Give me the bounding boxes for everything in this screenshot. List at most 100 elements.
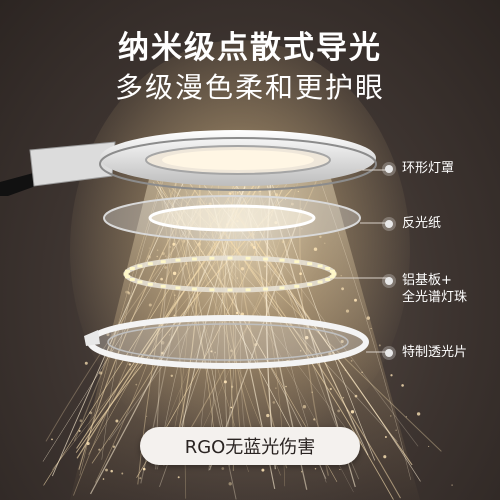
light-particle <box>346 410 348 412</box>
light-particle <box>314 468 317 470</box>
light-particle <box>304 335 309 340</box>
light-particle <box>252 245 256 249</box>
led-bead <box>125 269 131 273</box>
lamp-arm-icon <box>0 141 116 196</box>
light-particle <box>142 467 146 471</box>
light-particle <box>263 265 267 268</box>
light-particle <box>127 291 130 293</box>
light-particle <box>252 233 255 236</box>
led-bead <box>307 262 313 266</box>
led-bead <box>325 267 331 270</box>
light-particle <box>275 193 279 197</box>
callout-dot-icon <box>385 165 393 173</box>
led-bead <box>263 287 269 291</box>
led-bead <box>227 288 233 292</box>
light-particle <box>285 385 287 388</box>
led-bead <box>279 258 285 262</box>
light-particle <box>173 314 176 317</box>
light-particle <box>185 262 188 265</box>
led-bead <box>175 258 181 262</box>
no-blue-light-badge: RGO无蓝光伤害 <box>140 427 360 465</box>
light-particle <box>235 311 239 315</box>
light-particle <box>328 352 332 356</box>
light-particle <box>182 239 186 243</box>
callout-reflective-paper: 反光纸 <box>385 215 441 232</box>
light-particle <box>228 482 232 486</box>
light-particle <box>311 391 313 393</box>
callout-dot-icon <box>385 277 393 285</box>
light-particle <box>209 465 211 467</box>
led-bead <box>209 256 215 260</box>
light-particle <box>313 418 316 421</box>
light-particle <box>230 349 233 353</box>
led-beads <box>123 256 337 292</box>
reflective-paper-ring <box>103 195 361 241</box>
callout-lamp-shade: 环形灯罩 <box>385 160 454 177</box>
light-particle <box>340 339 344 344</box>
light-particle <box>135 383 138 386</box>
light-particle <box>354 298 357 302</box>
light-particle <box>156 249 159 251</box>
light-particle <box>236 277 239 279</box>
led-bead <box>325 278 331 281</box>
led-bead <box>129 278 135 281</box>
light-particle <box>361 371 363 373</box>
light-streak <box>73 171 181 442</box>
diffuser-sheet-ring <box>84 315 369 369</box>
light-particle <box>230 406 233 409</box>
light-particle <box>125 290 129 294</box>
led-bead <box>329 269 335 273</box>
light-particle <box>210 350 213 353</box>
light-particle <box>345 309 350 313</box>
led-bead <box>137 264 143 268</box>
led-bead <box>137 280 143 284</box>
light-particle <box>350 410 355 414</box>
callout-dot-icon <box>385 349 393 357</box>
light-particle <box>174 294 176 296</box>
led-bead <box>227 256 233 260</box>
light-streak <box>42 208 199 462</box>
light-particle <box>98 448 101 451</box>
lamp-shade-ring <box>99 130 377 191</box>
light-particle <box>390 415 392 417</box>
callout-led-board: 铝基板+ 全光谱灯珠 <box>385 272 467 306</box>
light-particle <box>254 343 258 347</box>
led-bead <box>147 282 153 286</box>
light-particle <box>272 401 276 404</box>
light-particle <box>240 312 245 316</box>
light-particle <box>160 277 163 281</box>
light-particle <box>250 243 254 247</box>
light-particle <box>228 192 232 195</box>
light-particle <box>275 387 277 389</box>
light-particle <box>302 405 307 409</box>
light-particle <box>221 467 225 470</box>
light-particle <box>350 360 353 362</box>
light-particle <box>147 255 151 259</box>
light-particle <box>128 363 131 366</box>
callout-label: 环形灯罩 <box>402 161 455 176</box>
light-particle <box>102 478 105 480</box>
light-particle <box>299 272 302 276</box>
light-particle <box>354 394 358 398</box>
light-particle <box>160 341 165 345</box>
led-bead <box>147 262 153 266</box>
led-bead <box>317 280 323 284</box>
light-particle <box>169 246 172 248</box>
callout-diffuser-sheet: 特制透光片 <box>385 344 467 361</box>
light-particle <box>428 445 430 447</box>
light-particle <box>401 384 404 387</box>
light-particle <box>156 255 158 258</box>
light-particle <box>78 430 81 432</box>
light-streak <box>95 193 201 483</box>
light-particle <box>223 380 227 384</box>
light-particle <box>266 413 270 418</box>
light-particle <box>289 281 292 284</box>
led-bead <box>294 284 300 288</box>
light-particle <box>319 235 322 239</box>
led-bead <box>317 264 323 268</box>
led-bead <box>263 257 269 261</box>
light-particle <box>301 228 303 230</box>
led-bead <box>294 260 300 264</box>
led-bead <box>245 288 251 292</box>
light-particle <box>172 242 176 246</box>
